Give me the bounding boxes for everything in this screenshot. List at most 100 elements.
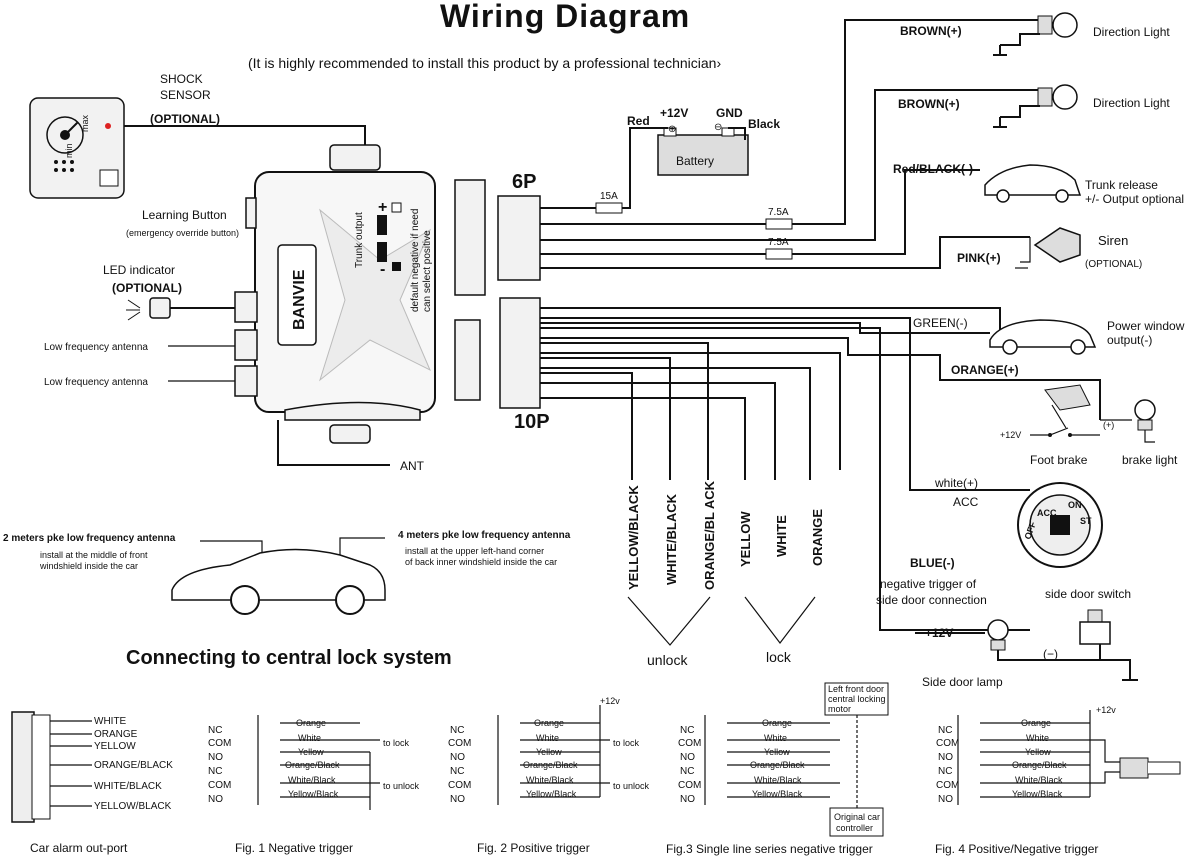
fig3-pin-nc-1: NC xyxy=(680,725,694,736)
wire-label-white-black: WHITE/BLACK xyxy=(664,493,679,585)
alarm-outport-icon xyxy=(11,711,92,823)
fig2-wire-orange: Orange xyxy=(534,718,564,728)
ign-st-label: ST xyxy=(1080,516,1092,526)
trunk-car-icon xyxy=(984,164,1082,203)
port-wire-orange-black: ORANGE/BLACK xyxy=(94,760,173,771)
led-icon xyxy=(126,297,171,321)
ign-acc-label: ACC xyxy=(1037,508,1057,518)
fig1-pin-nc-2: NC xyxy=(208,766,222,777)
fig3-pin-com-2: COM xyxy=(678,780,701,791)
ign-on-label: ON xyxy=(1068,500,1082,510)
shock-sensor-label-1: SHOCK xyxy=(160,72,203,86)
antenna-left-sub-2: windshield inside the car xyxy=(39,561,138,571)
battery-plus-icon: ⊕ xyxy=(668,124,676,135)
port-wire-yellow: YELLOW xyxy=(94,741,136,752)
wire-label-yellow: YELLOW xyxy=(738,511,753,567)
fig4-wire-yellow: Yellow xyxy=(1025,747,1051,757)
connector-6p xyxy=(497,195,541,281)
fig3-wire-yellow: Yellow xyxy=(764,747,790,757)
fig1-caption: Fig. 1 Negative trigger xyxy=(235,841,353,855)
fig1-pin-no-2: NO xyxy=(208,794,223,805)
page-title: Wiring Diagram xyxy=(440,0,690,34)
fuse-75a-label-1: 7.5A xyxy=(768,207,789,218)
fig1-pin-com-1: COM xyxy=(208,738,231,749)
battery-red-label: Red xyxy=(627,114,650,128)
pink-label: PINK(+) xyxy=(957,251,1001,265)
learning-button-sub: (emergency override button) xyxy=(126,228,239,238)
acc-label: ACC xyxy=(953,495,979,509)
fig1-to-lock: to lock xyxy=(383,738,410,748)
foot-brake-icon xyxy=(1030,384,1100,437)
fig2-wire-yellow: Yellow xyxy=(536,747,562,757)
siren-label: Siren xyxy=(1098,233,1128,248)
fig4-pin-nc-2: NC xyxy=(938,766,952,777)
wire-label-orange-black: ORANGE/BL ACK xyxy=(702,480,717,590)
antenna-right-sub-1: install at the upper left-hand corner xyxy=(405,546,544,556)
fig1-wire-white: White xyxy=(298,733,321,743)
fig3-motor-label-1: Left front door xyxy=(828,684,884,694)
brake-plus-label: (+) xyxy=(1103,420,1114,430)
power-window-car-icon xyxy=(989,319,1097,355)
sensor-max-label: max xyxy=(80,114,90,132)
led-optional-label: (OPTIONAL) xyxy=(112,281,182,295)
fig2-wire-yellow-black: Yellow/Black xyxy=(526,789,577,799)
brake-light-label: brake light xyxy=(1122,453,1178,467)
brown-label-2: BROWN(+) xyxy=(898,97,960,111)
fig2-pin-no-1: NO xyxy=(450,752,465,763)
fig3-wire-orange-black: Orange/Black xyxy=(750,760,805,770)
direction-light-icon-1 xyxy=(990,12,1078,56)
door-minus-label: (−) xyxy=(1043,647,1058,661)
wire-label-yellow-black: YELLOW/BLACK xyxy=(626,485,641,590)
fig3-wire-yellow-black: Yellow/Black xyxy=(752,789,803,799)
shock-sensor-optional: (OPTIONAL) xyxy=(150,112,220,126)
fig2-pin-com-1: COM xyxy=(448,738,471,749)
fig2-to-unlock: to unlock xyxy=(613,781,650,791)
fig3-pin-no-1: NO xyxy=(680,752,695,763)
ignition-switch-icon xyxy=(1017,482,1103,568)
install-note: (It is highly recommended to install thi… xyxy=(248,55,721,71)
port-wire-white: WHITE xyxy=(94,716,127,727)
fig3-motor-label-3: motor xyxy=(828,704,851,714)
fig1-wire-yellow-black: Yellow/Black xyxy=(288,789,339,799)
shock-sensor: min max xyxy=(29,97,125,199)
fig4-pin-com-1: COM xyxy=(936,738,959,749)
sensor-led-icon xyxy=(105,123,111,129)
battery-label: Battery xyxy=(676,154,714,168)
trunk-minus: - xyxy=(380,261,385,278)
fig4-schematic xyxy=(957,710,1181,805)
fig4-caption: Fig. 4 Positive/Negative trigger xyxy=(935,842,1098,856)
fig4-wire-yellow-black: Yellow/Black xyxy=(1012,789,1063,799)
port-wire-yellow-black: YELLOW/BLACK xyxy=(94,801,172,812)
power-window-output-label: output(-) xyxy=(1107,333,1152,347)
fig3-wire-orange: Orange xyxy=(762,718,792,728)
antenna-right-title: 4 meters pke low frequency antenna xyxy=(398,530,571,541)
brake-12v-label: +12V xyxy=(1000,430,1021,440)
fig2-12v: +12v xyxy=(600,696,620,706)
fig1-wire-yellow: Yellow xyxy=(298,747,324,757)
white-acc-wire-label: white(+) xyxy=(934,476,978,490)
fig2-schematic xyxy=(497,705,610,805)
wire-label-white: WHITE xyxy=(774,515,789,557)
neg-trigger-label: negative trigger of xyxy=(880,577,977,591)
direction-light-label-1: Direction Light xyxy=(1093,25,1170,39)
trunk-output-optional-label: +/- Output optional xyxy=(1085,192,1184,206)
fig1-pin-nc-1: NC xyxy=(208,725,222,736)
fig4-wire-white: White xyxy=(1026,733,1049,743)
wire-label-orange: ORANGE xyxy=(810,509,825,566)
red-black-label: Red/BLACK(-) xyxy=(893,162,973,176)
led-indicator-label: LED indicator xyxy=(103,263,175,277)
fig2-caption: Fig. 2 Positive trigger xyxy=(477,841,590,855)
central-lock-heading: Connecting to central lock system xyxy=(126,647,452,669)
fig4-wire-white-black: White/Black xyxy=(1015,775,1063,785)
port-wire-white-black: WHITE/BLACK xyxy=(94,781,162,792)
fig1-wire-orange: Orange xyxy=(296,718,326,728)
fig2-wire-white: White xyxy=(536,733,559,743)
siren-optional-label: (OPTIONAL) xyxy=(1085,259,1142,270)
fig1-schematic xyxy=(257,715,380,810)
fig2-pin-nc-1: NC xyxy=(450,725,464,736)
trunk-plus: + xyxy=(378,199,387,216)
fig3-schematic xyxy=(704,682,889,837)
fig3-orig-ctrl-2: controller xyxy=(836,823,873,833)
fig2-wire-white-black: White/Black xyxy=(526,775,574,785)
